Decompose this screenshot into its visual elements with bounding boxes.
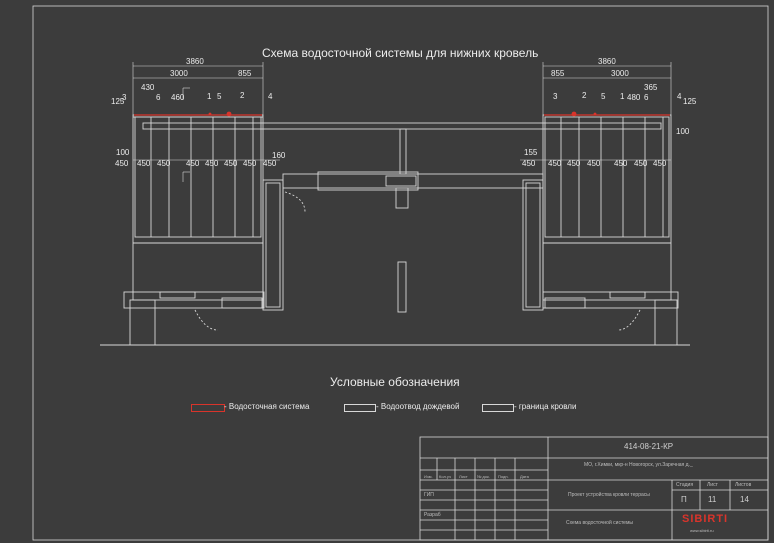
dim-spacing-left: 450 (205, 159, 219, 168)
dim-right-480: 480 (627, 93, 641, 102)
sheets-value: 14 (740, 495, 749, 504)
dimension-lines (132, 62, 672, 182)
col-ndok: № док. (477, 474, 490, 479)
gip-label: ГИП (424, 492, 434, 498)
mark-left-6: 6 (156, 93, 161, 102)
dim-right-100: 100 (676, 127, 690, 136)
col-podp: Подп. (498, 474, 509, 479)
dim-spacing-left: 450 (137, 159, 151, 168)
mark-right-1: 1 (620, 92, 625, 101)
project-code: 414-08-21-КР (624, 442, 674, 451)
col-data: Дата (520, 474, 529, 479)
company-logo: SIBIRTI (682, 513, 729, 525)
dim-right-125: 125 (683, 97, 697, 106)
dim-spacing-right: 450 (614, 159, 628, 168)
dim-left-125: 125 (111, 97, 125, 106)
mark-left-1: 1 (207, 92, 212, 101)
dim-right-3000: 3000 (611, 69, 629, 78)
legend-title: Условные обозначения (330, 375, 460, 389)
left-roof-plan (123, 114, 306, 346)
dim-spacing-left: 450 (186, 159, 200, 168)
legend-label-roof-boundary: - граница кровли (514, 402, 577, 411)
diagram-title: Схема водосточной системы для нижних кро… (262, 46, 539, 60)
col-list: Лист (459, 474, 468, 479)
col-izm: Изм. (424, 474, 433, 479)
mark-right-5: 5 (601, 92, 606, 101)
dim-left-3000: 3000 (170, 69, 188, 78)
project-name: Проект устройства кровли террасы (568, 492, 650, 498)
dim-right-855: 855 (551, 69, 565, 78)
title-block-frame (419, 436, 769, 541)
legend-label-rain-outlet: - Водоотвод дождевой (376, 402, 460, 411)
dim-right-155: 155 (524, 148, 538, 157)
mark-right-2: 2 (582, 91, 587, 100)
legend-label-drain-system: - Водосточная система (224, 402, 310, 411)
sheet-label: Лист (707, 482, 718, 488)
mark-right-6: 6 (644, 93, 649, 102)
col-koluch: Кол.уч (439, 474, 451, 479)
sheet-frame (32, 5, 769, 541)
sheets-label: Листов (735, 482, 752, 488)
dim-left-total: 3860 (186, 57, 204, 66)
razrab-label: Разраб (424, 512, 441, 518)
mark-right-3: 3 (553, 92, 558, 101)
dim-right-total: 3860 (598, 57, 616, 66)
sheet-value: 11 (708, 495, 717, 504)
dim-spacing-left: 450 (157, 159, 171, 168)
mark-left-2: 2 (240, 91, 245, 100)
dim-left-100: 100 (116, 148, 130, 157)
dim-spacing-right: 450 (634, 159, 648, 168)
dim-spacing-left: 450 (263, 159, 277, 168)
dim-spacing-right: 450 (567, 159, 581, 168)
mark-left-3: 3 (122, 93, 127, 102)
mark-left-5: 5 (217, 92, 222, 101)
dim-spacing-right: 450 (548, 159, 562, 168)
mark-left-4: 4 (268, 92, 273, 101)
right-roof-plan (522, 114, 679, 346)
dim-spacing-right: 450 (587, 159, 601, 168)
dim-right-365: 365 (644, 83, 658, 92)
dim-left-430: 430 (141, 83, 155, 92)
dim-right-450: 450 (522, 159, 536, 168)
stage-value: П (681, 495, 687, 504)
company-site: www.sibirti.ru (690, 528, 714, 533)
dim-spacing-left: 450 (224, 159, 238, 168)
dim-left-450: 450 (115, 159, 129, 168)
sheet-name: Схема водосточной системы (566, 520, 633, 526)
dim-left-160: 160 (272, 151, 286, 160)
downpipe-markers (208, 111, 597, 117)
legend-swatch-drain-system (191, 404, 225, 412)
central-drain-route (100, 122, 690, 346)
mark-right-4: 4 (677, 92, 682, 101)
dim-spacing-left: 450 (243, 159, 257, 168)
dim-spacing-right: 450 (653, 159, 667, 168)
legend-swatch-rain-outlet (344, 404, 376, 412)
stage-label: Стадия (676, 482, 694, 488)
project-address: МО, г.Химки, мкр-н Новогорск, ул.Заречна… (584, 462, 693, 468)
dim-left-460: 460 (171, 93, 185, 102)
dim-left-855: 855 (238, 69, 252, 78)
legend-swatch-roof-boundary (482, 404, 514, 412)
